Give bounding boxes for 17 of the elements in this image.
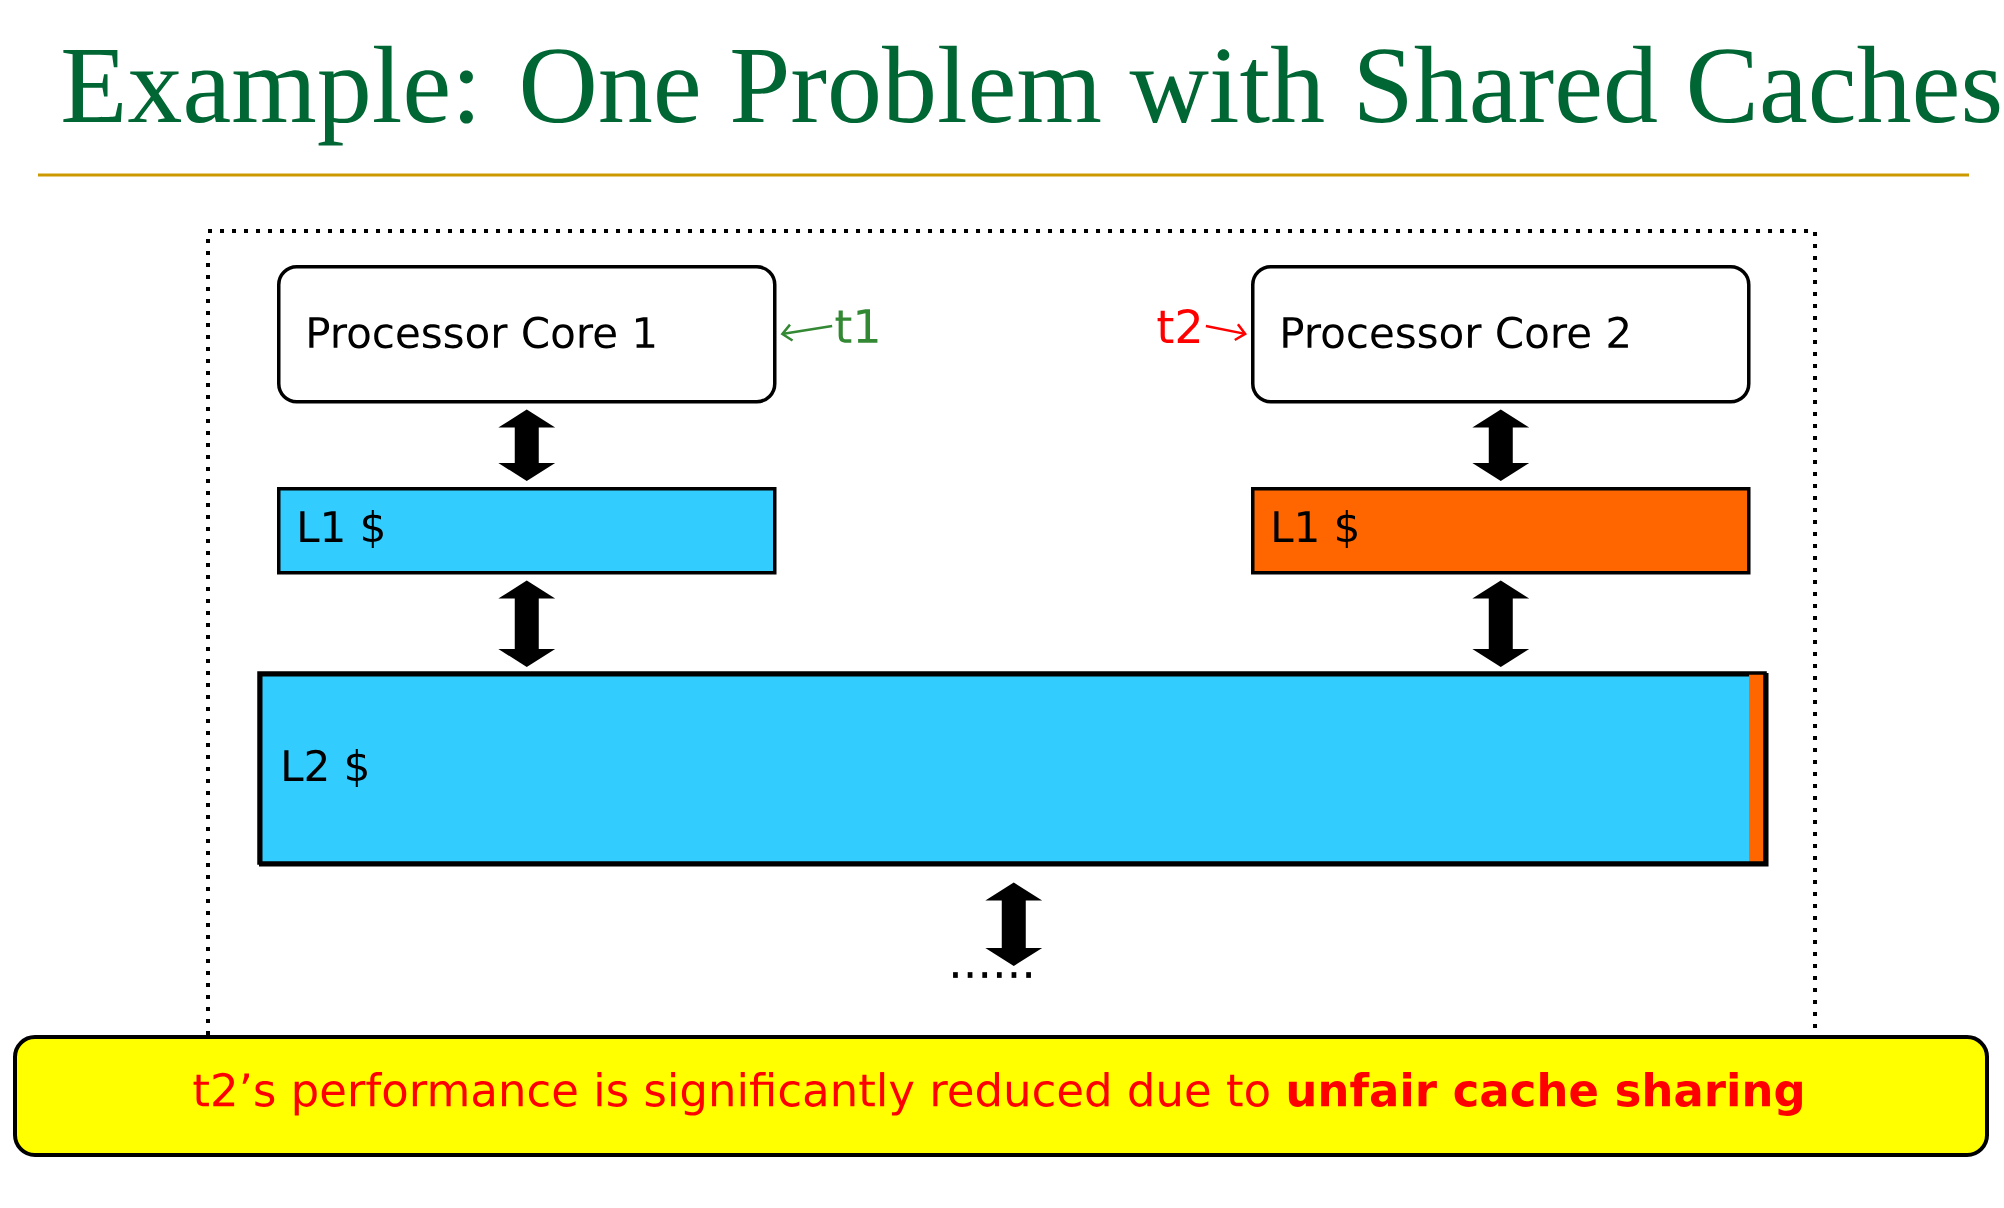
cache-bar: L1 $ [1251, 487, 1751, 575]
callout-banner: t2’s performance is significantly reduced due to unfair cache sharing [13, 1035, 1989, 1157]
cache-bar: L2 $ [257, 671, 1769, 867]
processor-box: Processor Core 1 [277, 265, 777, 404]
arrow [1472, 409, 1530, 481]
arrow [1472, 580, 1530, 667]
thread-label: t1 [835, 309, 878, 343]
cache-bar: L1 $ [277, 487, 777, 575]
thread-label: t2 [1157, 308, 1200, 344]
arrow [780, 323, 833, 342]
arrow [498, 580, 556, 667]
arrow [985, 882, 1043, 966]
arrow [498, 409, 556, 481]
ellipsis: ...... [953, 972, 1031, 978]
arrow [1205, 323, 1247, 342]
slide-title: Example: One Problem with Shared Caches [63, 45, 2000, 146]
processor-box: Processor Core 2 [1251, 265, 1751, 404]
